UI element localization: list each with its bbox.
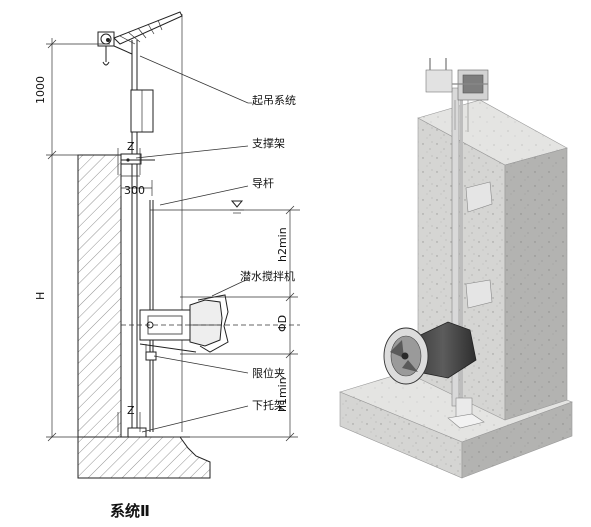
callout-guide-rod: 导杆 <box>252 176 274 190</box>
callout-leaders <box>135 55 252 433</box>
render-base-side <box>461 401 573 479</box>
render-guide-rod <box>451 87 463 407</box>
render-mixer <box>383 321 477 385</box>
limit-clamp <box>145 351 157 361</box>
callout-lifting-system: 起吊系统 <box>252 94 296 107</box>
z-marker-upper: Z <box>127 140 135 153</box>
dim-1000: 1000 <box>34 76 47 104</box>
water-level-symbol <box>150 200 300 214</box>
callout-support-frame: 支撑架 <box>252 136 285 150</box>
callout-lower-bracket: 下托架 <box>252 398 285 412</box>
lower-bracket <box>126 427 150 438</box>
render-crane <box>425 58 489 132</box>
elevation-drawing: Z Z 1000 300 H h2min ΦD h1min 起吊系统 支撑架 导… <box>34 11 300 520</box>
support-frame <box>120 153 155 177</box>
dim-h2min: h2min <box>276 227 289 262</box>
render-3d <box>339 58 573 479</box>
dim-h: H <box>34 292 47 300</box>
callout-submersible-mixer: 潜水搅拌机 <box>240 269 295 283</box>
dim-phi-d: ΦD <box>276 315 289 332</box>
guide-rod <box>130 14 183 432</box>
submersible-mixer <box>139 294 229 354</box>
dim-300: 300 <box>124 184 145 197</box>
diagram-caption: 系统Ⅱ <box>110 502 150 520</box>
render-lower-bracket <box>447 397 485 429</box>
concrete-wall <box>77 154 211 479</box>
callout-limit-clamp: 限位夹 <box>252 366 285 380</box>
dim-h1min: h1min <box>276 377 289 412</box>
z-markers: Z Z <box>117 140 141 432</box>
z-marker-lower: Z <box>127 404 135 417</box>
lifting-system-crane <box>97 11 183 66</box>
render-wall-side <box>504 147 568 421</box>
dimension-lines <box>46 38 300 442</box>
render-support-brackets <box>465 181 493 309</box>
